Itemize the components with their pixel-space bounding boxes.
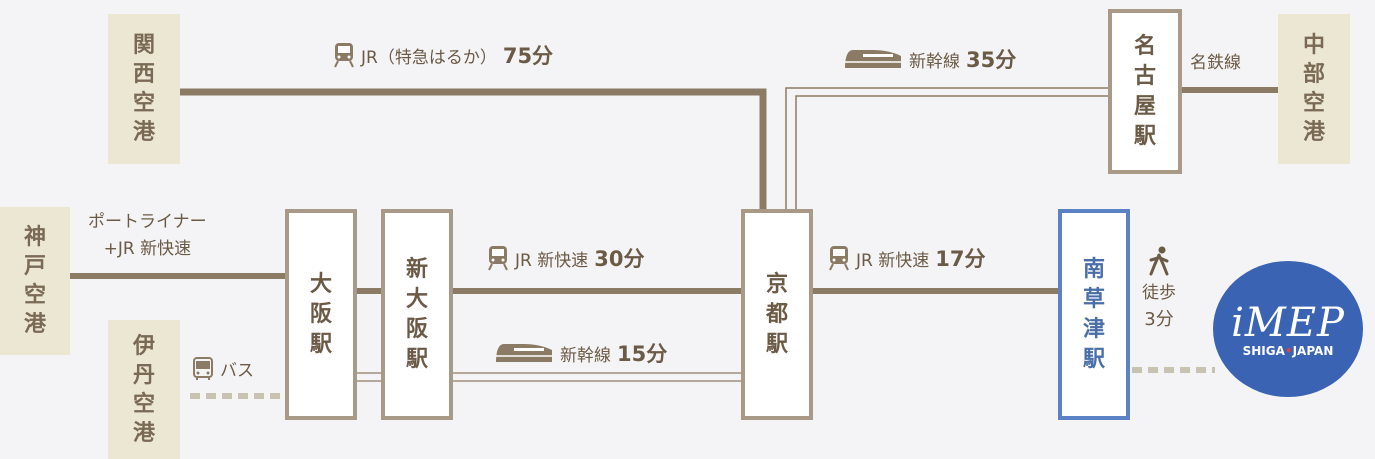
label-kansai-kyoto: JR（特急はるか） 75分	[333, 40, 553, 70]
label-nagoya-chubu: 名鉄線	[1190, 48, 1241, 73]
label-itami-osaka: バス	[192, 356, 254, 381]
vertical-char: 関	[132, 33, 155, 58]
route-text: JR 新快速	[856, 250, 930, 271]
logo-sub-left: SHIGA	[1242, 344, 1285, 358]
route-text: 新幹線	[560, 345, 611, 366]
route-text: バス	[220, 361, 254, 381]
station-shin-osaka: 新大阪駅	[381, 209, 453, 420]
logo-main-text: iMEP	[1231, 300, 1345, 346]
airport-kobe: 神戸空港	[0, 207, 70, 355]
vertical-char: 港	[132, 120, 155, 145]
label-shinosaka-kyoto-jr: JR 新快速 30分	[487, 243, 644, 273]
line-kansai-kyoto	[180, 88, 767, 212]
vertical-char: 戸	[23, 254, 46, 279]
shinkansen-icon	[845, 50, 901, 68]
imep-logo: iMEP SHIGA•JAPAN	[1213, 261, 1363, 397]
line-kyoto-nagoya-shinkansen	[785, 87, 1108, 212]
station-nagoya: 名古屋駅	[1108, 9, 1182, 174]
logo-sub-right: JAPAN	[1292, 344, 1334, 358]
vertical-char: 伊	[132, 333, 155, 359]
bus-icon	[193, 356, 213, 380]
train-icon	[488, 246, 508, 271]
vertical-char: 駅	[765, 331, 788, 357]
shinkansen-icon	[496, 344, 552, 362]
vertical-char: 駅	[405, 346, 428, 372]
logo-sub-dot: •	[1284, 344, 1293, 358]
route-time: 17分	[935, 247, 986, 271]
vertical-char: 名	[1133, 33, 1156, 59]
route-text: JR 新快速	[515, 250, 589, 271]
train-icon	[334, 43, 354, 68]
airport-chubu: 中部空港	[1278, 14, 1350, 164]
station-kyoto: 京都駅	[741, 209, 813, 420]
label-kyoto-minamikusatsu: JR 新快速 17分	[828, 243, 985, 273]
vertical-char: 阪	[309, 301, 332, 327]
airport-kansai: 関西空港	[108, 14, 180, 164]
route-text: 徒歩	[1142, 283, 1176, 303]
vertical-char: 西	[132, 62, 155, 87]
vertical-char: 津	[1082, 316, 1105, 342]
route-time: 15分	[617, 342, 668, 366]
logo-sub-text: SHIGA•JAPAN	[1243, 344, 1334, 358]
walking-person-icon	[1149, 246, 1169, 276]
vertical-char: 港	[23, 312, 46, 337]
vertical-char: 都	[765, 301, 788, 327]
vertical-char: 港	[132, 420, 155, 446]
vertical-char: 大	[309, 271, 332, 297]
airport-itami: 伊丹空港	[108, 320, 180, 459]
vertical-char: 京	[765, 271, 788, 297]
vertical-char: 空	[23, 283, 46, 308]
label-walk: 徒歩 3分	[1142, 246, 1176, 331]
route-text: 名鉄線	[1190, 53, 1241, 73]
label-kyoto-nagoya: 新幹線 35分	[843, 44, 1016, 74]
vertical-char: 古	[1133, 63, 1156, 89]
station-minami-kusatsu: 南草津駅	[1058, 209, 1130, 420]
station-osaka: 大阪駅	[285, 209, 357, 420]
vertical-char: 中	[1302, 33, 1325, 58]
route-text: 新幹線	[909, 51, 960, 72]
vertical-char: 丹	[132, 362, 155, 388]
vertical-char: 駅	[309, 331, 332, 357]
route-text: JR（特急はるか）	[361, 47, 497, 68]
route-text-line1: ポートライナー	[88, 212, 207, 232]
line-kyoto-nagoya-shinkansen-2	[795, 95, 1108, 212]
vertical-char: 阪	[405, 316, 428, 342]
route-time: 35分	[966, 48, 1017, 72]
vertical-char: 港	[1302, 120, 1325, 145]
vertical-char: 南	[1082, 256, 1105, 282]
vertical-char: 神	[23, 225, 46, 250]
route-text-line2: +JR 新快速	[103, 239, 192, 259]
vertical-char: 屋	[1133, 93, 1156, 119]
vertical-char: 駅	[1082, 346, 1105, 372]
route-time: 30分	[594, 247, 645, 271]
label-shinosaka-kyoto-shinkansen: 新幹線 15分	[494, 338, 667, 368]
vertical-char: 空	[1302, 91, 1325, 116]
route-time: 3分	[1144, 309, 1174, 330]
vertical-char: 空	[132, 91, 155, 116]
vertical-char: 大	[405, 286, 428, 312]
vertical-char: 草	[1082, 286, 1105, 312]
vertical-char: 部	[1302, 62, 1325, 87]
route-time: 75分	[502, 44, 554, 68]
label-kobe-osaka: ポートライナー +JR 新快速	[88, 207, 207, 259]
train-icon	[829, 246, 849, 271]
vertical-char: 空	[132, 391, 155, 417]
vertical-char: 駅	[1133, 123, 1156, 149]
vertical-char: 新	[405, 256, 428, 282]
